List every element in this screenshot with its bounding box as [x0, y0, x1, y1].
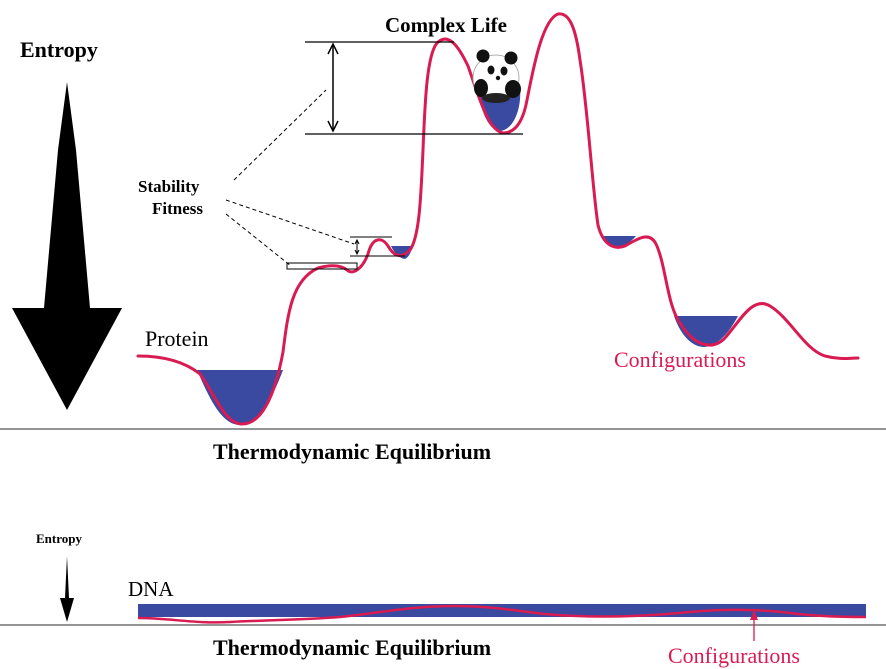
entropy-label: Entropy [20, 37, 98, 62]
configurations-pointer [750, 610, 758, 641]
configuration-curve [136, 12, 860, 426]
equilibrium-label-bottom: Thermodynamic Equilibrium [213, 635, 491, 660]
entropy-label-small: Entropy [36, 531, 82, 546]
peak-label: Complex Life [385, 13, 507, 37]
protein-label: Protein [145, 326, 209, 351]
well-right-2 [674, 316, 738, 347]
entropy-arrow-small [60, 556, 74, 622]
complex-life-stability-marker [305, 41, 523, 135]
dna-label: DNA [128, 577, 174, 601]
stability-label: Stability [138, 177, 200, 196]
equilibrium-label: Thermodynamic Equilibrium [213, 439, 491, 464]
protein-stability-marker [286, 236, 405, 270]
entropy-arrow-large [12, 82, 122, 410]
leader-lines [225, 89, 355, 267]
configurations-label: Configurations [614, 347, 746, 372]
configurations-label-bottom: Configurations [668, 643, 800, 668]
fitness-label: Fitness [152, 199, 203, 218]
panda-icon [472, 49, 521, 103]
well-step-2 [391, 246, 413, 259]
dna-configuration-curve [137, 604, 867, 624]
